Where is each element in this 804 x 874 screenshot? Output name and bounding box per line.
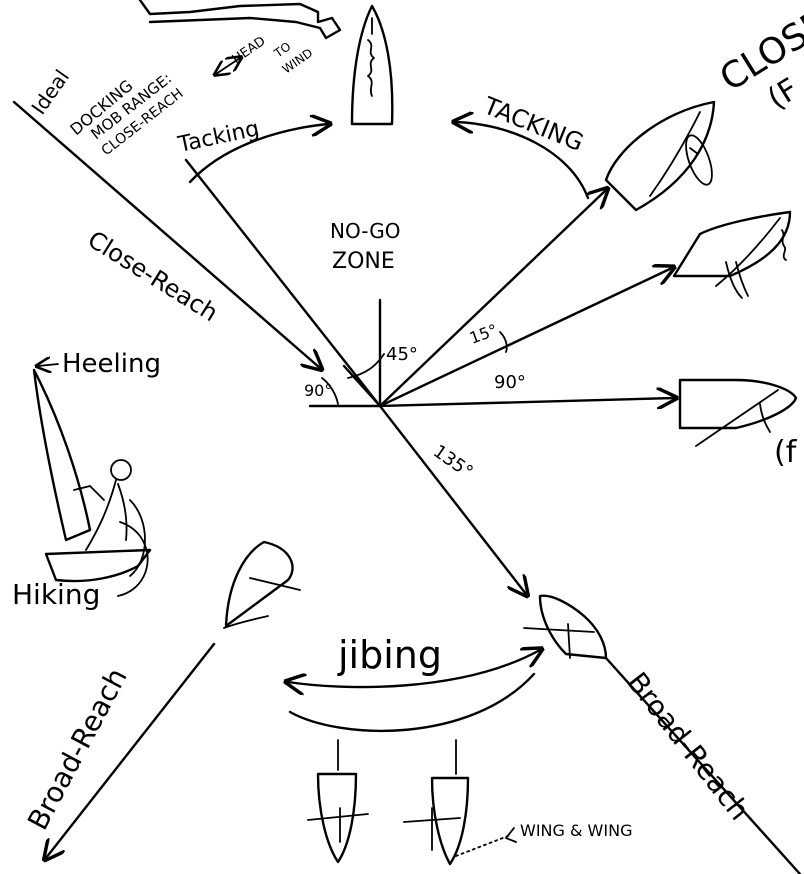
- wing-boat-right: [403, 776, 470, 866]
- jibing-double-arrow: [288, 650, 540, 687]
- broad-reach-left-arrow: [46, 642, 216, 858]
- wing-and-wing-arrow: [505, 827, 517, 843]
- tacking-right-arc: [456, 122, 590, 200]
- ideal-label: Ideal: [26, 65, 74, 119]
- close-reach-label: Close-Reach: [83, 225, 223, 327]
- zone-label: ZONE: [332, 249, 395, 274]
- broad-reach-left-label: Broad-Reach: [21, 663, 134, 836]
- tack-arrow-ne: [378, 190, 606, 408]
- heeling-dinghy: [32, 368, 152, 583]
- broad-reach-boat-right: [523, 594, 608, 660]
- hiking-label: Hiking: [12, 578, 100, 611]
- no-go-label: NO-GO: [330, 219, 400, 243]
- angle-15-label: 15°: [467, 320, 500, 348]
- tack-arrow-ene: [378, 268, 672, 408]
- head-to-wind-double-arrow: [216, 58, 240, 74]
- hiking-curve: [117, 521, 149, 597]
- wing-and-wing-dots: [455, 835, 509, 857]
- broad-reach-right-line: [604, 656, 802, 874]
- ideal-docking-line: [12, 100, 320, 368]
- tacking-left-label: Tacking: [175, 116, 262, 158]
- jibing-label: jibing: [337, 633, 442, 677]
- jibing-lower-arc: [288, 672, 536, 733]
- angle-90-left-label: 90°: [304, 381, 332, 400]
- close-hauled-boat: [604, 100, 716, 212]
- head-label: HEAD: [230, 34, 269, 67]
- beam-reach-paren-label: (f: [774, 435, 798, 470]
- broad-arrow-se: [378, 404, 526, 594]
- angle-90-left-arc: [321, 377, 339, 405]
- angle-45-label: 45°: [386, 344, 418, 365]
- close-reach-line: [184, 158, 382, 408]
- heeling-label: Heeling: [62, 349, 161, 379]
- tacking-left-arc: [188, 124, 328, 184]
- broad-reach-boat-left: [223, 540, 301, 629]
- wing-boat-left: [307, 772, 369, 864]
- beam-arrow-east: [378, 398, 674, 406]
- wing-and-wing-label: WING & WING: [520, 821, 632, 840]
- top-left-arrow-shape: [138, 0, 342, 40]
- angle-15-arc: [499, 331, 508, 353]
- head-to-wind-boat: [350, 4, 394, 126]
- tacking-upper-label: TACKING: [479, 91, 588, 157]
- angle-45-arc: [347, 353, 385, 379]
- angle-45-arrow: [342, 364, 382, 408]
- beam-reach-boat: [678, 378, 798, 447]
- close-reach-boat: [672, 210, 792, 299]
- heeling-arrow: [38, 364, 59, 366]
- angle-90-right-label: 90°: [494, 372, 526, 393]
